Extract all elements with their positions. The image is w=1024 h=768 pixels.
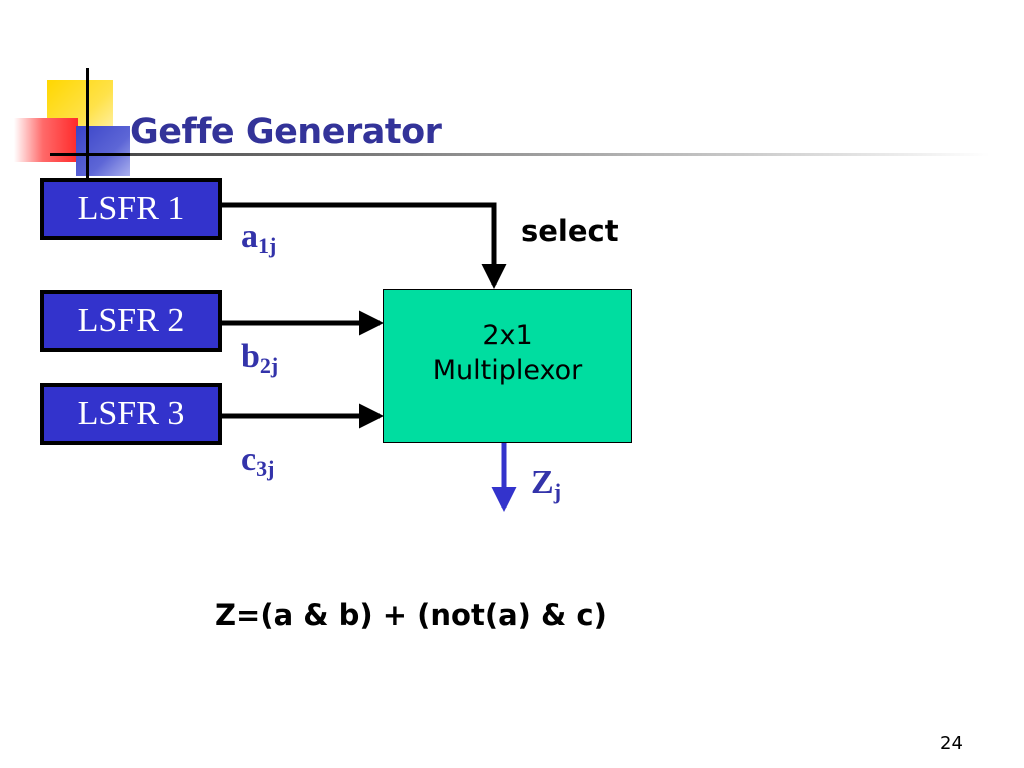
output-z-subscript: j — [553, 479, 562, 504]
signal-c-subscript: 3j — [256, 456, 275, 481]
multiplexer-box: 2x1 Multiplexor — [383, 289, 632, 443]
output-z-base: Z — [531, 464, 554, 501]
signal-c-label: c3j — [241, 441, 274, 480]
output-z-label: Zj — [531, 464, 561, 503]
page-number: 24 — [940, 733, 963, 754]
title-decoration-vertical-line — [86, 68, 89, 178]
signal-b-base: b — [241, 338, 260, 375]
title-decoration-horizontal-line — [50, 153, 132, 156]
mux-line-1: 2x1 — [482, 320, 533, 352]
signal-a-label: a1j — [241, 218, 276, 257]
wire-lsfr1-to-mux-select — [222, 202, 507, 290]
lsfr-2-box: LSFR 2 — [40, 290, 222, 352]
lsfr-1-box: LSFR 1 — [40, 178, 222, 240]
signal-a-subscript: 1j — [258, 233, 277, 258]
output-equation: Z=(a & b) + (not(a) & c) — [215, 598, 607, 632]
title-underline-rule — [130, 153, 990, 156]
signal-a-base: a — [241, 218, 258, 255]
slide-title: Geffe Generator — [130, 112, 442, 152]
signal-c-base: c — [241, 441, 257, 478]
select-label: select — [521, 214, 619, 248]
title-decoration-blue-square — [76, 126, 130, 176]
mux-line-2: Multiplexor — [432, 355, 583, 386]
signal-b-label: b2j — [241, 338, 278, 377]
signal-b-subscript: 2j — [259, 353, 279, 378]
lsfr-3-box: LSFR 3 — [40, 383, 222, 445]
